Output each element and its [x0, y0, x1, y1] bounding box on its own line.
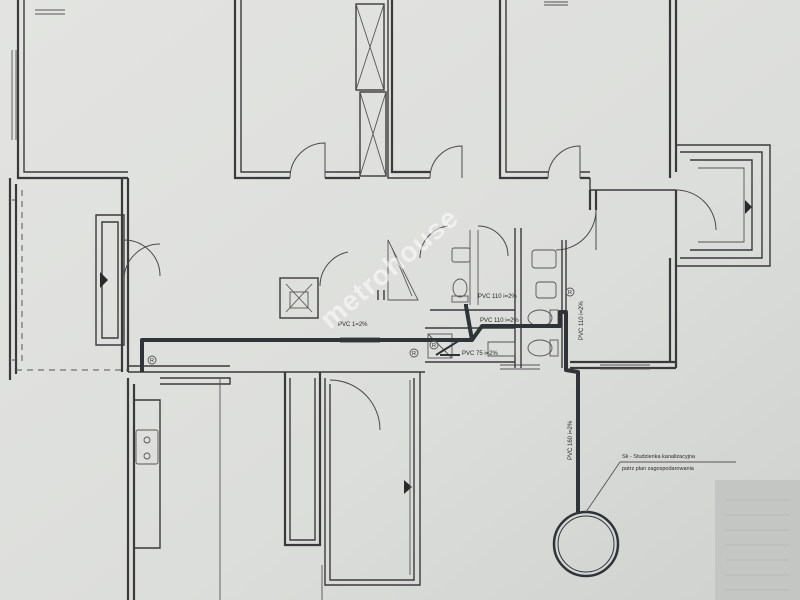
page-edge-texture [725, 499, 790, 591]
pipe-label-pvc110-middle: PVC 110 i=2% [480, 318, 519, 324]
left-room [8, 178, 161, 380]
manhole [552, 461, 736, 578]
pipe-label-pvc110-vertical: PVC 110 i=2% [579, 301, 585, 340]
pipe-label-pvc160: PVC 160 i=2% [568, 420, 574, 460]
page-edge-shadow [715, 480, 800, 600]
entrance-porch [675, 144, 771, 267]
hall-walls [500, 190, 678, 370]
lower-rooms [283, 372, 421, 600]
riser-label-1: R [150, 358, 154, 364]
kitchen [126, 377, 231, 600]
central-corridor [120, 178, 425, 373]
sewage-pipes [140, 304, 580, 512]
riser-markers [147, 287, 575, 365]
manhole-note-line1: Sk - Studzienka kanalizacyjna [622, 454, 696, 460]
upper-doors [289, 142, 581, 179]
riser-label-3: R [432, 343, 436, 349]
pipe-label-corridor: PVC 1=2% [338, 322, 368, 328]
pipe-label-pvc110-upper: PVC 110 i=2% [478, 294, 517, 300]
riser-label-2: R [412, 351, 416, 357]
manhole-note-line2: patrz plan zagospodarowania [622, 466, 695, 472]
riser-label-4: R [568, 290, 572, 296]
pipe-label-pvc75: PVC 75 i=2% [462, 351, 499, 357]
